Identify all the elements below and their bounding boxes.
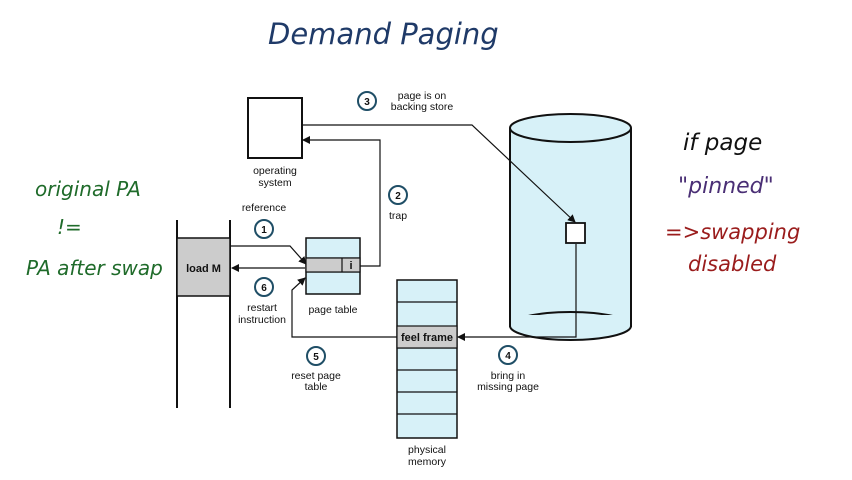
- step-2-number: 2: [395, 191, 401, 202]
- step-2-label: trap: [389, 210, 407, 222]
- page-title: Demand Paging: [268, 17, 499, 51]
- arrow-trap: [302, 136, 381, 267]
- step-1-number: 1: [261, 225, 267, 236]
- arrow-bring-in-page: [457, 244, 577, 341]
- arrow-reference: [231, 245, 307, 265]
- invalid-bit-label: i: [349, 260, 352, 272]
- step-5: 5 reset page table: [291, 346, 341, 393]
- right-annotation: if page "pinned" =>swapping disabled: [665, 130, 800, 276]
- free-frame-label: feel frame: [401, 332, 453, 344]
- arrow-page-on-backing-store: [302, 124, 576, 223]
- arrow-reset-page-table: [291, 277, 397, 338]
- load-m-label: load M: [186, 263, 221, 275]
- operating-system-label-2: system: [258, 177, 292, 189]
- step-2: 2 trap: [388, 185, 408, 222]
- operating-system-label-1: operating: [253, 165, 297, 177]
- step-3-label-2: backing store: [391, 101, 454, 113]
- physical-memory: [396, 279, 458, 439]
- step-6-label-1: restart: [247, 302, 277, 314]
- page-on-disk: [565, 222, 586, 244]
- step-5-label-2: table: [305, 381, 328, 393]
- left-annotation: original PA != PA after swap: [26, 177, 163, 280]
- step-5-label-1: reset page: [291, 370, 341, 382]
- step-1-label: reference: [242, 202, 287, 214]
- operating-system-box: [247, 97, 303, 159]
- step-3-number: 3: [364, 97, 370, 108]
- left-note-line-3: PA after swap: [26, 256, 163, 280]
- load-m-instruction: [176, 237, 231, 297]
- step-6-label-2: instruction: [238, 314, 286, 326]
- step-3-label-1: page is on: [398, 90, 447, 102]
- step-3: 3 page is on backing store: [357, 90, 454, 113]
- right-note-pinned: "pinned": [678, 174, 774, 199]
- right-note-swapping: =>swapping: [665, 220, 800, 244]
- physical-memory-label-2: memory: [408, 456, 447, 468]
- step-4-label-2: missing page: [477, 381, 539, 393]
- page-table-label: page table: [308, 304, 357, 316]
- right-note-disabled: disabled: [688, 252, 777, 276]
- physical-memory-label-1: physical: [408, 444, 446, 456]
- right-note-if-page: if page: [683, 130, 762, 156]
- left-note-line-1: original PA: [35, 177, 141, 201]
- step-4-label-1: bring in: [491, 370, 526, 382]
- step-1: 1 reference: [242, 202, 287, 239]
- step-4-number: 4: [505, 351, 511, 362]
- step-6: 6 restart instruction: [238, 277, 286, 326]
- left-note-line-2: !=: [57, 215, 82, 239]
- page-table-entry: [305, 257, 361, 273]
- step-4: 4 bring in missing page: [477, 345, 539, 393]
- step-5-number: 5: [313, 352, 319, 363]
- step-6-number: 6: [261, 283, 267, 294]
